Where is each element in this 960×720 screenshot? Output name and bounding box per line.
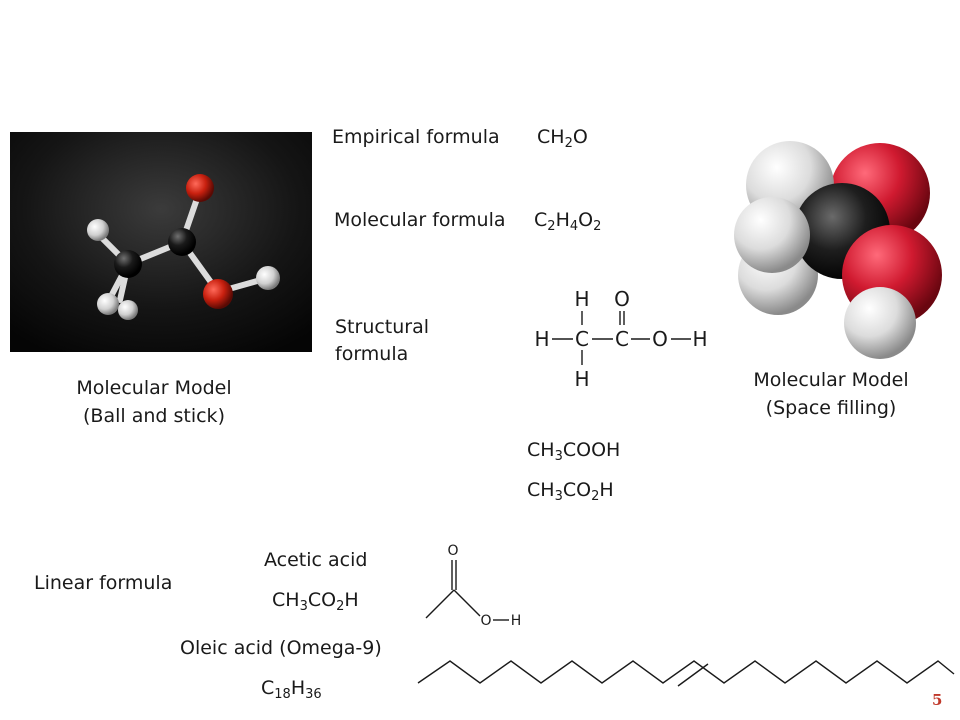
- formula-text: CO: [307, 589, 337, 611]
- formula-text: H: [344, 589, 359, 611]
- formula-text: CH: [272, 589, 300, 611]
- structural-formula-label: Structural formula: [335, 316, 430, 365]
- ball-and-stick-image: [10, 132, 312, 352]
- oleic-acid-skeletal-diagram: [417, 660, 955, 687]
- formula-text: C: [534, 209, 548, 231]
- oleic-acid-label: Oleic acid (Omega-9): [180, 637, 382, 659]
- ball-and-stick-label: Molecular Model (Ball and stick): [76, 377, 232, 427]
- atom-h-right: H: [692, 327, 707, 351]
- formula-subscript: 2: [591, 489, 600, 504]
- formula-subscript: 2: [547, 219, 556, 234]
- atom-h-left: H: [534, 327, 549, 351]
- acetic-acid-label: Acetic acid: [264, 549, 368, 571]
- formula-text: H: [290, 677, 306, 699]
- space-filling-image: [730, 135, 952, 360]
- atom-c1: C: [575, 327, 589, 351]
- formula-text: O: [578, 209, 594, 231]
- empirical-formula-value: CH2O: [537, 126, 588, 151]
- atom-o-hydroxyl: O: [480, 613, 491, 628]
- page-number: 5: [932, 691, 943, 709]
- oleic-acid-formula: C18H36: [261, 677, 322, 702]
- structural-formula-diagram: H O H C C O H H: [534, 287, 707, 390]
- formula-text: CH: [527, 479, 555, 501]
- formula-subscript: 18: [274, 687, 291, 702]
- formula-text: COOH: [562, 439, 621, 461]
- atom-h-top: H: [574, 287, 589, 311]
- empirical-formula-label: Empirical formula: [332, 126, 500, 148]
- formula-text: CH: [527, 439, 555, 461]
- formula-subscript: 2: [564, 136, 573, 151]
- formula-text: O: [572, 126, 588, 148]
- formula-subscript: 36: [305, 687, 322, 702]
- formula-subscript: 2: [593, 219, 602, 234]
- formula-subscript: 3: [299, 599, 308, 614]
- condensed-formula-2: CH3CO2H: [527, 479, 614, 504]
- formula-subscript: 3: [554, 449, 563, 464]
- acetic-acid-skeletal-diagram: O O H: [425, 543, 522, 628]
- formula-subscript: 2: [336, 599, 345, 614]
- formula-text: CO: [562, 479, 592, 501]
- atom-o-double: O: [447, 543, 458, 559]
- molecular-formula-value: C2H4O2: [534, 209, 602, 234]
- atom-o-right: O: [652, 327, 668, 351]
- formula-text: CH: [537, 126, 565, 148]
- space-filling-label: Molecular Model (Space filling): [753, 369, 909, 419]
- formula-text: C: [261, 677, 275, 699]
- atom-h-bottom: H: [574, 367, 589, 390]
- atom-h-hydroxyl: H: [511, 613, 522, 628]
- formula-subscript: 3: [554, 489, 563, 504]
- formula-text: H: [599, 479, 614, 501]
- formula-text: H: [555, 209, 570, 231]
- molecular-formula-label: Molecular formula: [334, 209, 506, 231]
- condensed-formula-1: CH3COOH: [527, 439, 621, 464]
- formula-subscript: 4: [569, 219, 579, 234]
- acetic-acid-formula: CH3CO2H: [272, 589, 359, 614]
- atom-c2: C: [615, 327, 629, 351]
- atom-o-top: O: [614, 287, 630, 311]
- linear-formula-label: Linear formula: [34, 572, 173, 594]
